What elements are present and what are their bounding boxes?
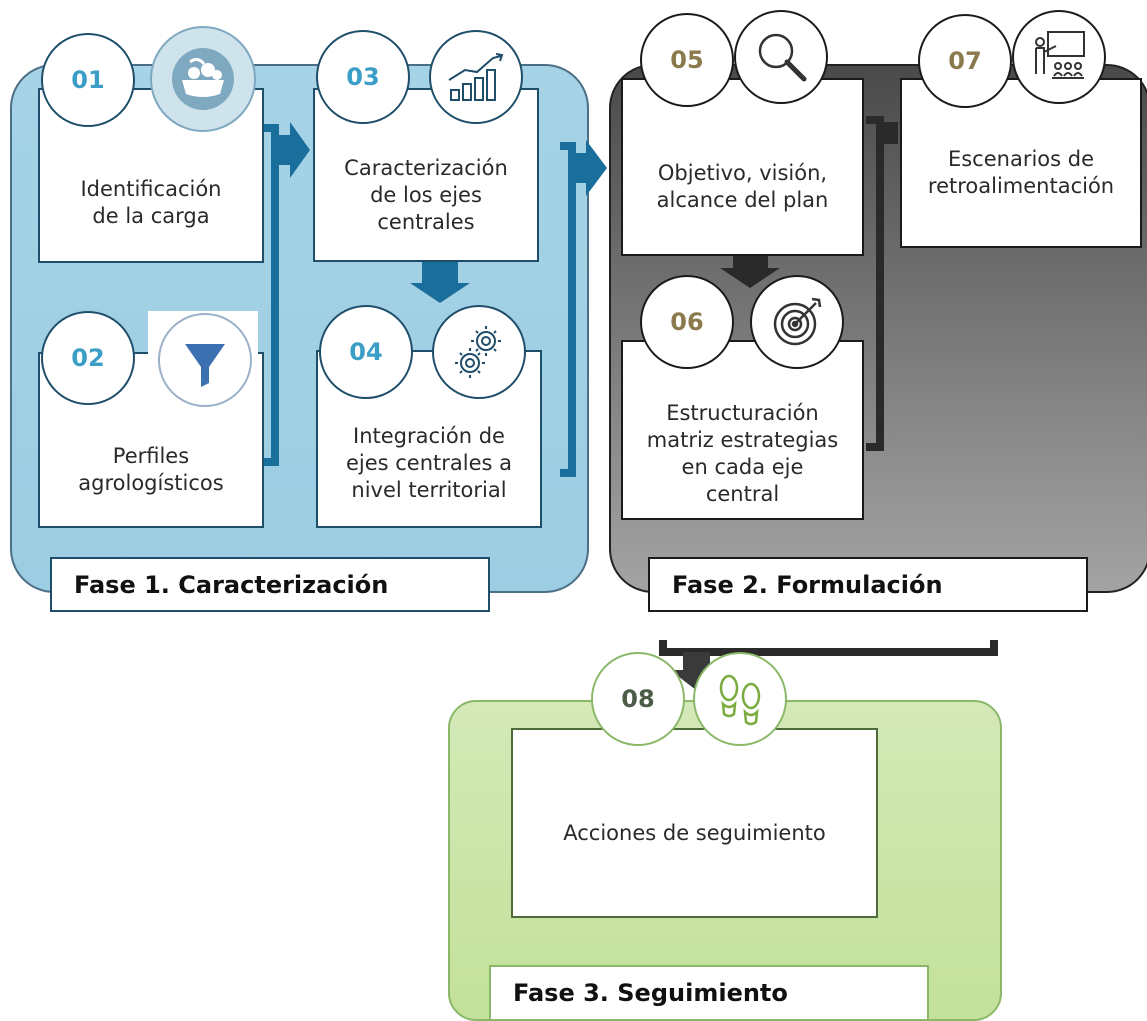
step06-card: Estructuración matriz estrategias en cad… [621,340,864,520]
bracket-phase2 [866,116,884,451]
step07-text: Escenarios de retroalimentación [927,147,1115,198]
step01-icon-circle [150,26,256,132]
step02-text: Perfiles agrologísticos [78,444,224,495]
step01-text: Identificación de la carga [80,177,222,228]
arrow-to-step03 [275,122,310,178]
step08-icon-circle [693,652,787,746]
bracket-phase1-left [262,124,279,466]
step05-card: Objetivo, visión, alcance del plan [621,78,864,256]
arrow-to-phase3 [670,652,722,690]
step07-card: Escenarios de retroalimentación [900,78,1142,248]
arrow-to-phase2 [572,140,607,196]
food-basket-icon [172,48,234,110]
step06-number: 06 [640,275,734,369]
step08-text: Acciones de seguimiento [563,820,826,845]
step08-card: Acciones de seguimiento [511,728,878,918]
step05-number: 05 [640,13,734,107]
step05-text: Objetivo, visión, alcance del plan [656,161,829,212]
gears-icon [455,326,501,378]
bracket-phase1-right [560,142,576,477]
phase2-label: Fase 2. Formulación [648,557,1088,612]
step06-icon-circle [750,275,844,369]
bracket-connector [880,122,898,144]
arrow-step05-to-06 [720,253,780,288]
step06-text: Estructuración matriz estrategias en cad… [646,401,839,506]
step03-icon-circle [429,30,523,124]
phase1-label: Fase 1. Caracterización [50,557,490,612]
arrow-step03-to-04 [410,262,470,303]
funnel-icon [185,344,225,387]
footprints-icon [719,674,761,726]
step04-number: 04 [319,305,413,399]
step02-number: 02 [41,311,135,405]
target-icon [773,297,822,346]
presentation-icon [1035,31,1085,79]
step02-icon-circle [158,313,252,407]
magnifier-icon [758,33,807,82]
bracket-bottom [659,640,998,656]
step04-icon-circle [432,305,526,399]
step07-icon-circle [1012,10,1106,104]
step05-icon-circle [734,10,828,104]
step01-number: 01 [41,33,135,127]
step04-text: Integración de ejes centrales a nivel te… [345,423,513,502]
step08-number: 08 [591,652,685,746]
step03-number: 03 [316,30,410,124]
step07-number: 07 [918,14,1012,108]
phase3-label: Fase 3. Seguimiento [489,965,929,1021]
step03-text: Caracterización de los ejes centrales [344,155,508,234]
growth-chart-icon [448,53,504,101]
